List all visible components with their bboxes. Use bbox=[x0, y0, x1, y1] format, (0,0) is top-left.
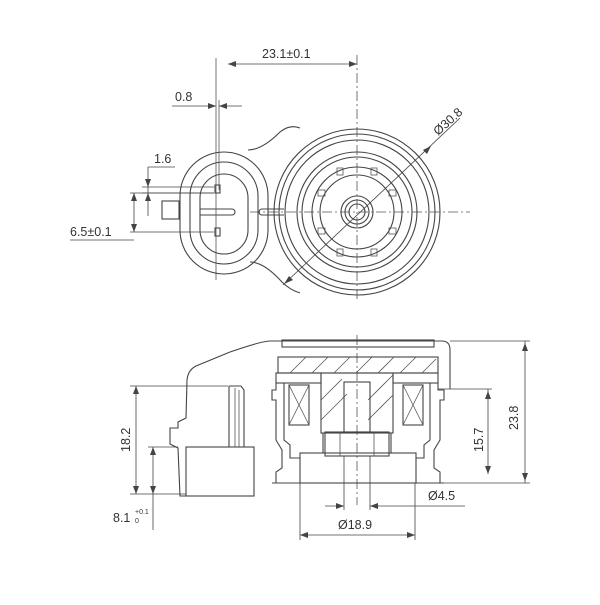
top-view bbox=[161, 55, 470, 300]
svg-text:6.5±0.1: 6.5±0.1 bbox=[70, 225, 112, 239]
dim-15-7: 15.7 bbox=[438, 388, 492, 474]
side-view bbox=[169, 335, 451, 505]
dim-4-5: Ø4.5 bbox=[325, 456, 465, 510]
dim-23-8: 23.8 bbox=[444, 340, 530, 484]
svg-text:23.1±0.1: 23.1±0.1 bbox=[262, 47, 311, 61]
svg-text:23.8: 23.8 bbox=[507, 406, 521, 430]
svg-text:15.7: 15.7 bbox=[472, 428, 486, 452]
svg-text:8.1: 8.1 bbox=[113, 511, 130, 525]
dim-18-2: 18.2 bbox=[119, 385, 228, 495]
svg-text:Ø18.9: Ø18.9 bbox=[338, 518, 372, 532]
dim-6-5: 6.5±0.1 bbox=[70, 192, 214, 241]
svg-text:+0.1: +0.1 bbox=[135, 509, 149, 516]
dim-8-1: 8.1 +0.1 0 bbox=[113, 446, 178, 530]
svg-text:1.6: 1.6 bbox=[154, 152, 171, 166]
dim-1-6: 1.6 bbox=[142, 152, 214, 216]
svg-text:Ø30.8: Ø30.8 bbox=[431, 105, 466, 138]
svg-text:Ø4.5: Ø4.5 bbox=[428, 489, 455, 503]
svg-text:0.8: 0.8 bbox=[175, 90, 192, 104]
dim-23-1: 23.1±0.1 bbox=[228, 47, 357, 67]
dim-0-8: 0.8 bbox=[172, 90, 242, 109]
svg-text:0: 0 bbox=[135, 518, 139, 525]
svg-text:18.2: 18.2 bbox=[119, 428, 133, 452]
dim-18-9: Ø18.9 bbox=[299, 483, 416, 540]
